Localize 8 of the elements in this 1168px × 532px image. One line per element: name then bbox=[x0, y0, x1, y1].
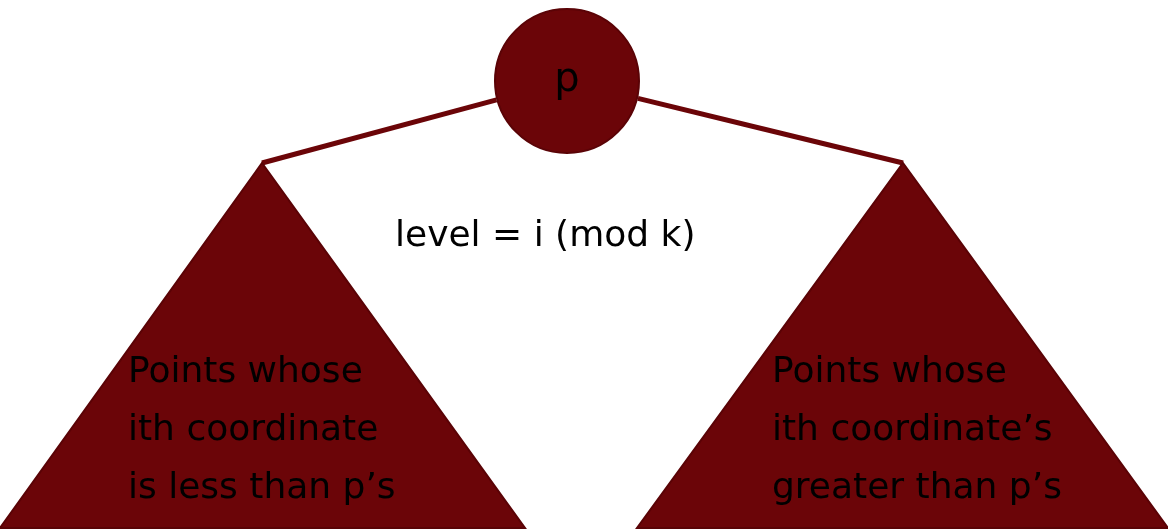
tree-edge-line bbox=[637, 95, 904, 166]
tree-edge-line bbox=[261, 97, 498, 166]
level-annotation: level = i (mod k) bbox=[395, 212, 696, 256]
subtree-description: Points whose ith coordinate’s greater than p’s bbox=[772, 348, 1063, 508]
subtree-triangle bbox=[0, 163, 525, 528]
tree-node-circle bbox=[494, 8, 640, 154]
node-label: p bbox=[553, 53, 581, 102]
subtree-description: Points whose ith coordinate is less than p’s bbox=[128, 348, 397, 508]
